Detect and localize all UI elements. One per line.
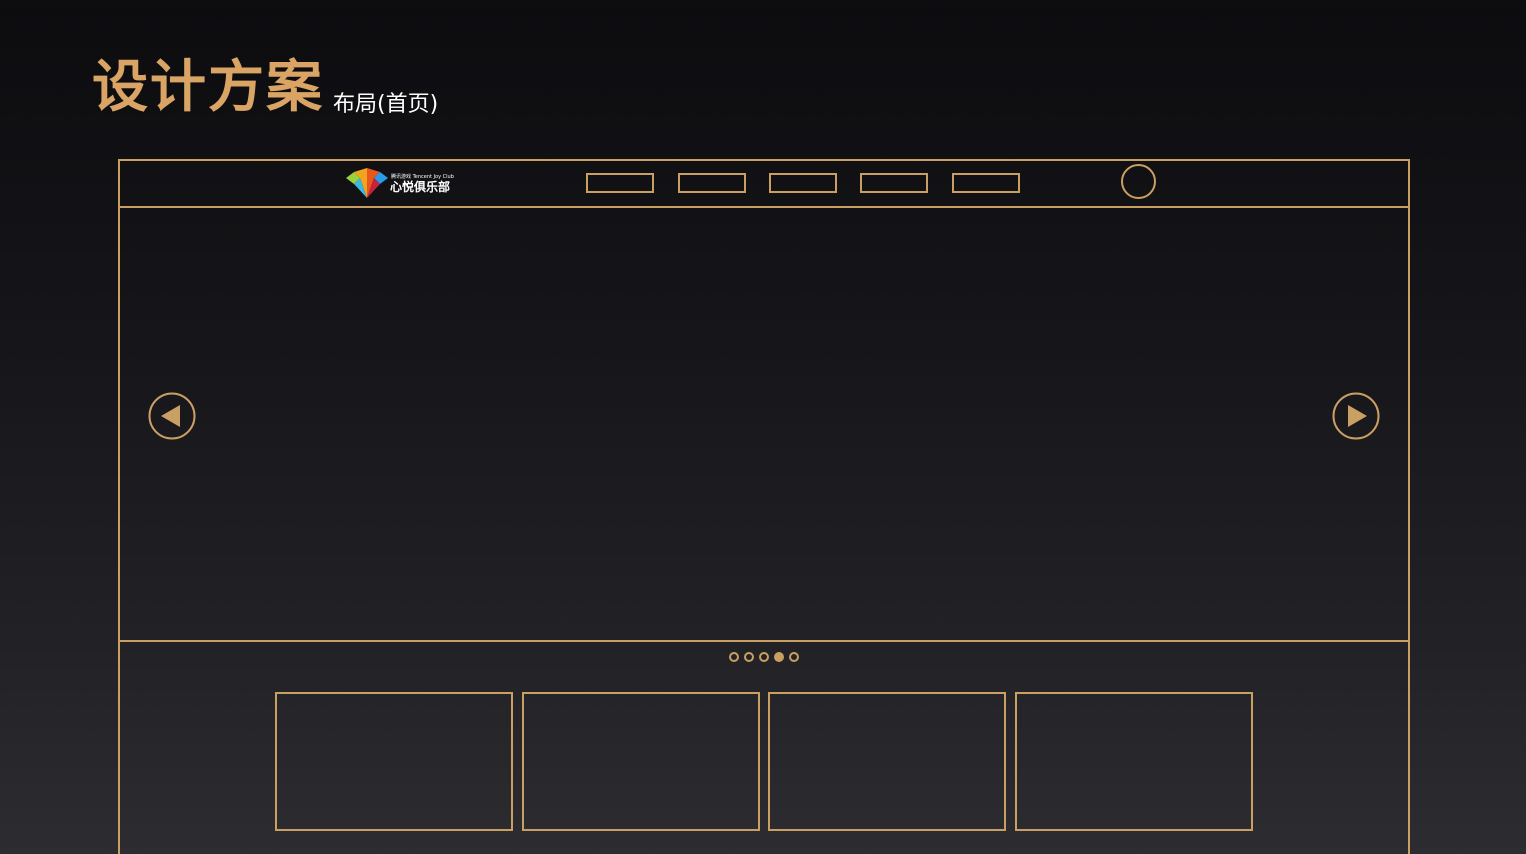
content-card-4[interactable] (1015, 692, 1253, 831)
wireframe-container: 腾讯游戏 Tencent Joy Club 心悦俱乐部 (118, 159, 1410, 854)
avatar[interactable] (1121, 164, 1156, 199)
pagination-dot-1[interactable] (729, 652, 739, 662)
carousel-prev-button[interactable] (148, 392, 196, 440)
content-card-3[interactable] (768, 692, 1006, 831)
pagination-dot-2[interactable] (744, 652, 754, 662)
nav-item-4[interactable] (860, 173, 928, 193)
triangle-right-icon (1348, 405, 1367, 427)
logo-text: 心悦俱乐部 (390, 180, 451, 194)
pagination-dot-3[interactable] (759, 652, 769, 662)
content-card-1[interactable] (275, 692, 513, 831)
triangle-left-icon (161, 405, 180, 427)
carousel-next-button[interactable] (1332, 392, 1380, 440)
pagination-dot-5[interactable] (789, 652, 799, 662)
content-card-2[interactable] (522, 692, 760, 831)
nav-bar: 腾讯游戏 Tencent Joy Club 心悦俱乐部 (120, 161, 1408, 208)
page-title: 设计方案 (92, 55, 324, 120)
banner-carousel (120, 208, 1408, 642)
nav-item-1[interactable] (586, 173, 654, 193)
nav-item-3[interactable] (769, 173, 837, 193)
logo-subtext: 腾讯游戏 Tencent Joy Club (391, 174, 454, 180)
nav-item-5[interactable] (952, 173, 1020, 193)
pagination-dot-4[interactable] (774, 652, 784, 662)
nav-item-2[interactable] (678, 173, 746, 193)
page-subtitle: 布局(首页) (333, 92, 439, 117)
logo[interactable]: 腾讯游戏 Tencent Joy Club 心悦俱乐部 (346, 166, 466, 200)
gem-logo-icon (346, 168, 388, 198)
